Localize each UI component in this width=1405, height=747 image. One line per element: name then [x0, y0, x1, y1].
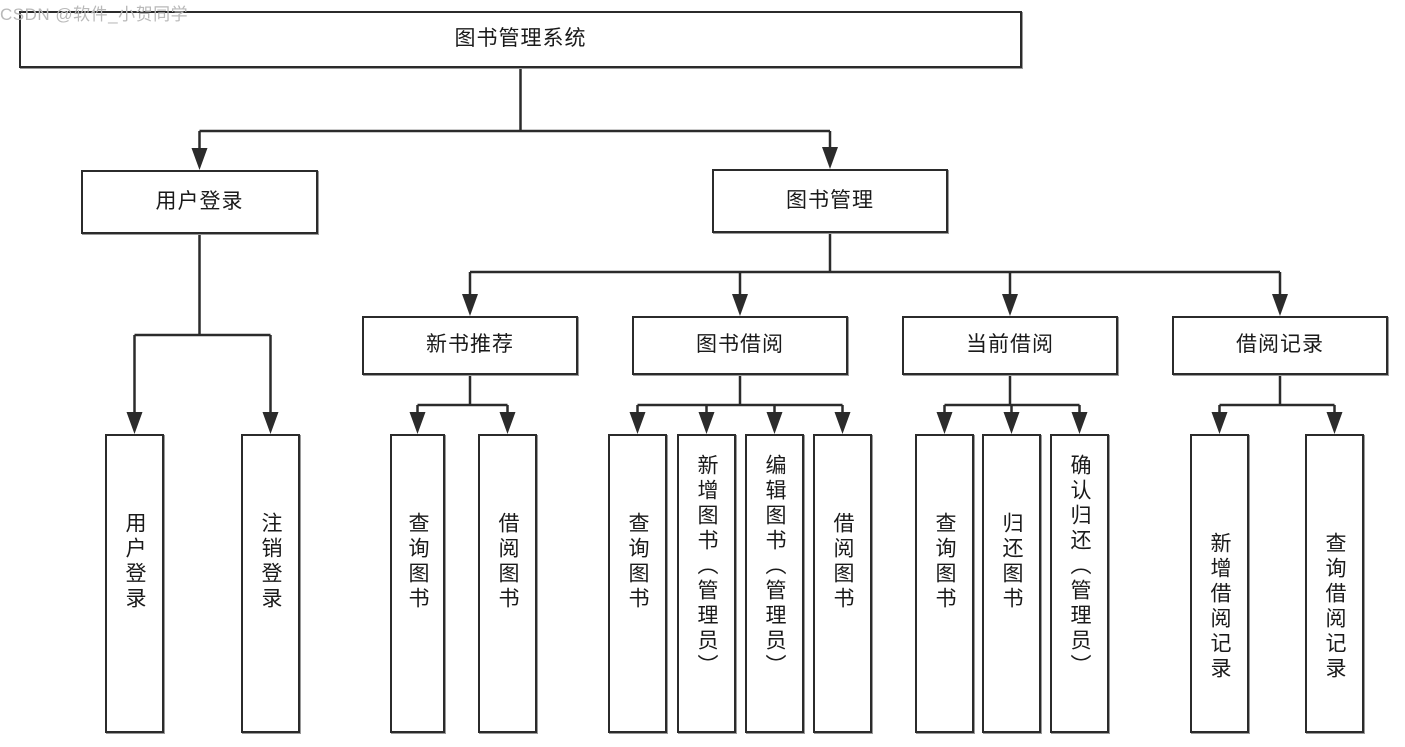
- node-label: 归还图书: [1000, 512, 1023, 612]
- node-label: 确认归还（管理员）: [1068, 454, 1091, 679]
- arrow-head-icon: [191, 148, 208, 170]
- node-leaf-7: 编辑图书（管理员）: [745, 434, 804, 733]
- node-label: 借阅图书: [496, 512, 519, 612]
- node-label: 编辑图书（管理员）: [763, 454, 786, 679]
- arrow-head-icon: [462, 294, 478, 316]
- arrow-head-icon: [1272, 294, 1288, 316]
- node-label: 图书借阅: [696, 333, 784, 357]
- node-label: 查询图书: [406, 512, 429, 612]
- node-leaf-10: 归还图书: [982, 434, 1041, 733]
- arrow-head-icon: [698, 412, 715, 434]
- arrow-head-icon: [822, 147, 838, 169]
- node-label: 查询图书: [626, 512, 649, 612]
- arrow-head-icon: [629, 412, 646, 434]
- arrow-head-icon: [1071, 412, 1088, 434]
- node-label: 新增借阅记录: [1208, 532, 1231, 682]
- arrow-head-icon: [936, 412, 953, 434]
- arrow-head-icon: [262, 412, 279, 434]
- arrow-head-icon: [1003, 412, 1020, 434]
- node-leaf-9: 查询图书: [915, 434, 974, 733]
- node-leaf-5: 查询图书: [608, 434, 667, 733]
- node-label: 借阅记录: [1236, 333, 1324, 357]
- arrow-head-icon: [1326, 412, 1343, 434]
- node-label: 图书管理系统: [454, 27, 587, 51]
- node-label: 新增图书（管理员）: [695, 454, 718, 679]
- node-leaf-13: 查询借阅记录: [1305, 434, 1364, 733]
- node-label: 新书推荐: [426, 333, 514, 357]
- node-root: 图书管理系统: [19, 11, 1022, 68]
- node-leaf-3: 查询图书: [390, 434, 445, 733]
- arrow-head-icon: [834, 412, 851, 434]
- arrow-head-icon: [1211, 412, 1228, 434]
- csdn-watermark: CSDN @软件_小贺同学: [0, 5, 189, 24]
- node-label: 借阅图书: [831, 512, 854, 612]
- node-label: 当前借阅: [966, 333, 1054, 357]
- node-label: 查询图书: [933, 512, 956, 612]
- arrow-head-icon: [126, 412, 143, 434]
- node-l3-d: 借阅记录: [1172, 316, 1388, 375]
- arrow-head-icon: [499, 412, 516, 434]
- node-l2-b: 图书管理: [712, 169, 948, 233]
- node-label: 查询借阅记录: [1323, 532, 1346, 682]
- node-leaf-4: 借阅图书: [478, 434, 537, 733]
- node-l3-a: 新书推荐: [362, 316, 578, 375]
- node-leaf-11: 确认归还（管理员）: [1050, 434, 1109, 733]
- arrow-head-icon: [732, 294, 748, 316]
- node-l3-b: 图书借阅: [632, 316, 848, 375]
- arrow-head-icon: [409, 412, 426, 434]
- node-label: 用户登录: [123, 512, 146, 612]
- node-l3-c: 当前借阅: [902, 316, 1118, 375]
- node-label: 注销登录: [259, 512, 282, 612]
- node-leaf-2: 注销登录: [241, 434, 300, 733]
- arrow-head-icon: [766, 412, 783, 434]
- arrow-head-icon: [1002, 294, 1018, 316]
- node-l2-a: 用户登录: [81, 170, 318, 234]
- node-leaf-1: 用户登录: [105, 434, 164, 733]
- node-label: 用户登录: [155, 189, 244, 213]
- node-leaf-8: 借阅图书: [813, 434, 872, 733]
- node-leaf-12: 新增借阅记录: [1190, 434, 1249, 733]
- node-label: 图书管理: [786, 188, 874, 212]
- node-leaf-6: 新增图书（管理员）: [677, 434, 736, 733]
